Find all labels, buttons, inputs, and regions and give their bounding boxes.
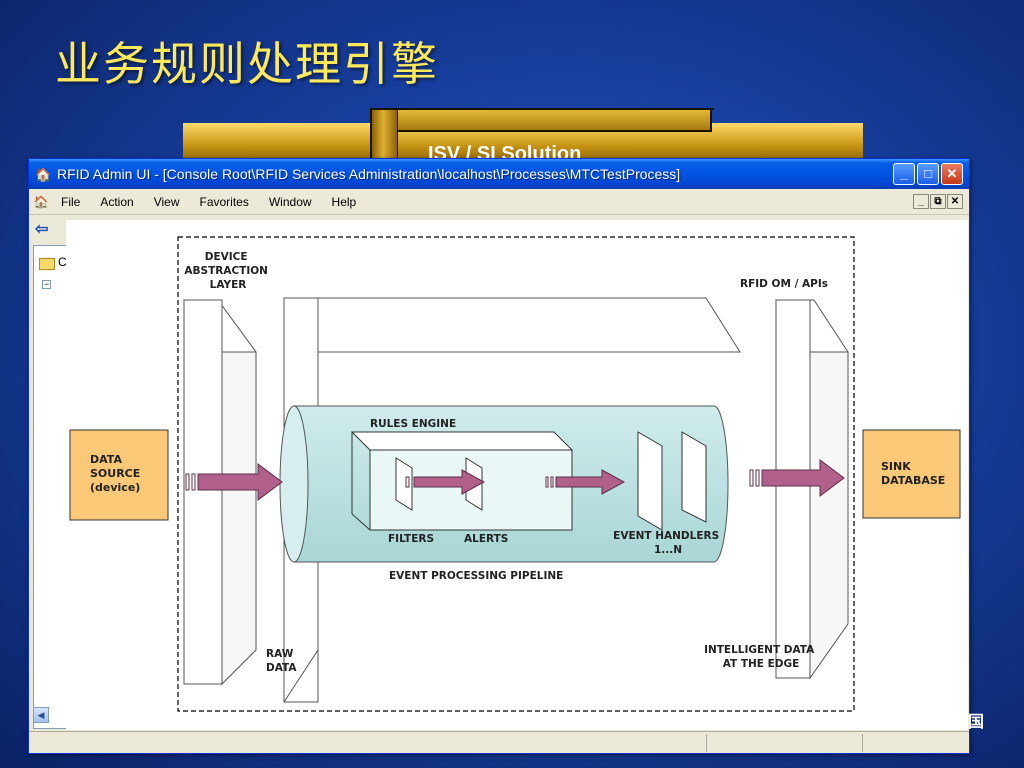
filter-panel: [395, 457, 413, 511]
edge-boundary-dashed: [177, 236, 855, 712]
event-handlers-label-1: EVENT HANDLERS: [613, 530, 719, 542]
menu-action[interactable]: Action: [100, 195, 134, 209]
handler-arrow: [545, 469, 626, 495]
menu-favorites[interactable]: Favorites: [199, 195, 249, 209]
tree-expander-icon[interactable]: −: [42, 279, 51, 289]
menu-help[interactable]: Help: [331, 195, 357, 209]
menu-window[interactable]: Window: [268, 195, 312, 209]
back-arrow-icon[interactable]: ⇦: [35, 221, 49, 238]
pipeline-label: EVENT PROCESSING PIPELINE: [389, 570, 563, 582]
title-bar[interactable]: 🏠 RFID Admin UI - [Console Root\RFID Ser…: [29, 159, 969, 189]
close-button[interactable]: ✕: [941, 163, 963, 185]
sink-label-1: SINK: [881, 460, 911, 473]
svg-text:DATA SOURCE (device): DATA SOURCE (device): [90, 453, 144, 494]
rfid-om-label: RFID OM / APIs: [740, 278, 828, 290]
sink-database-box: [862, 429, 961, 519]
menu-file[interactable]: File: [61, 195, 81, 209]
raw-data-label-2: DATA: [266, 662, 297, 674]
folder-icon: [39, 258, 55, 270]
sink-label-2: DATABASE: [881, 474, 945, 487]
rules-engine-label: RULES ENGINE: [370, 418, 456, 430]
console-tree-pane[interactable]: C −: [33, 245, 69, 729]
intelligent-data-label-2: AT THE EDGE: [723, 658, 800, 670]
mmc-icon[interactable]: 🏠: [33, 195, 49, 209]
svg-text:RAW DATA: RAW DATA: [266, 648, 297, 674]
window-title: RFID Admin UI - [Console Root\RFID Servi…: [57, 166, 681, 182]
rfid-om-slab: [775, 299, 849, 680]
alerts-label: ALERTS: [464, 533, 508, 545]
status-bar: [29, 731, 969, 753]
status-separator: [862, 734, 863, 752]
app-icon: 🏠: [35, 167, 52, 182]
corner-glyph: 国: [968, 714, 985, 731]
device-layer-label-2: ABSTRACTION: [184, 265, 268, 277]
menu-bar: 🏠 File Action View Favorites Window Help…: [29, 189, 969, 215]
child-restore-button[interactable]: ⧉: [930, 194, 946, 209]
status-separator: [706, 734, 707, 752]
gold-bar-horizontal: [398, 110, 712, 132]
isv-solution-label: ISV / SI Solution: [428, 143, 582, 158]
child-minimize-button[interactable]: _: [913, 194, 929, 209]
event-handlers-label-2: 1...N: [654, 544, 682, 556]
intelligent-data-label-1: INTELLIGENT DATA: [704, 644, 815, 656]
filters-label: FILTERS: [388, 533, 434, 545]
data-source-label-1: DATA: [90, 453, 122, 466]
data-source-label-2: SOURCE: [90, 467, 140, 480]
filter-arrow: [405, 469, 486, 495]
scroll-left-button[interactable]: ◀: [33, 707, 49, 723]
child-close-button[interactable]: ✕: [947, 194, 963, 209]
event-handler-panel-1: [637, 431, 663, 531]
device-abstraction-slab: [183, 299, 257, 686]
data-source-box: [69, 429, 169, 521]
svg-text:INTELLIGENT DATA AT THE ED: INTELLIGENT DATA AT THE EDGE: [704, 644, 818, 670]
event-handler-panel-2: [681, 431, 707, 523]
svg-text:EVENT HANDLERS 1...N: EVENT HANDLERS 1...N: [613, 530, 723, 556]
minimize-button[interactable]: _: [893, 163, 915, 185]
svg-text:DEVICE ABSTRACTION LAY: DEVICE ABSTRACTION LAYER: [184, 251, 271, 291]
slide-title: 业务规则处理引擎: [55, 37, 439, 91]
maximize-button[interactable]: □: [917, 163, 939, 185]
data-source-label-3: (device): [90, 481, 140, 494]
input-arrow: [185, 463, 283, 501]
device-layer-label-3: LAYER: [210, 279, 247, 291]
device-layer-label-1: DEVICE: [205, 251, 248, 263]
raw-data-label-1: RAW: [266, 648, 294, 660]
tree-item-console-root[interactable]: C: [58, 255, 67, 269]
menu-view[interactable]: View: [153, 195, 180, 209]
output-arrow: [749, 459, 845, 497]
rfid-architecture-diagram: DATA SOURCE (device) SINK DATABASE DEVIC…: [66, 220, 968, 730]
svg-text:SINK DATABASE: SINK DATABASE: [881, 460, 945, 487]
